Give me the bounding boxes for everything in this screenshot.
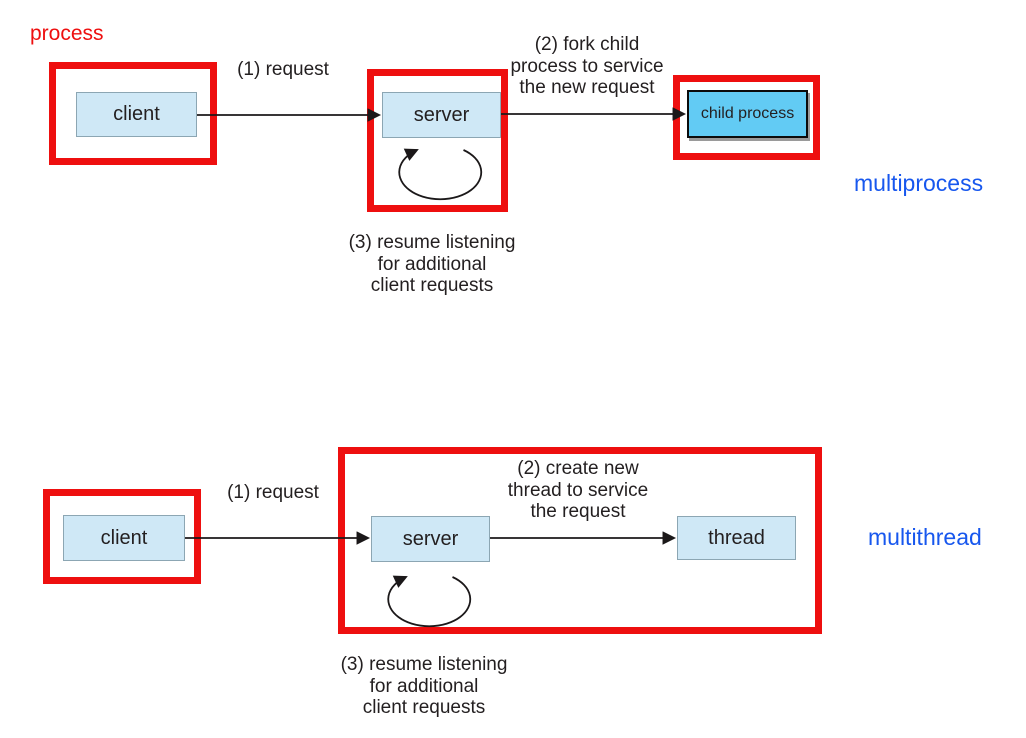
thread-node: thread [677,516,796,560]
client-node-bottom-label: client [100,526,148,549]
process-highlight-rect-server-top [367,69,508,212]
client-node-top: client [76,92,197,137]
server-node-top-label: server [413,103,470,126]
step3-resume-listening-label-top: (3) resume listening for additional clie… [348,232,516,296]
server-node-top: server [382,92,501,138]
step3-resume-listening-label-bottom: (3) resume listening for additional clie… [340,654,508,718]
multiprocess-label: multiprocess [854,170,984,196]
step2-fork-child-label: (2) fork child process to service the ne… [510,34,664,98]
child-process-node: child process [687,90,808,138]
client-node-top-label: client [113,103,160,125]
process-highlight-rect-client-bottom [43,489,201,584]
process-highlight-rect-server-bottom [338,447,822,634]
process-label: process [30,22,104,45]
server-node-bottom-label: server [402,527,459,550]
process-highlight-rect-client-top [49,62,217,165]
step1-request-label-bottom: (1) request [227,482,319,503]
multithread-label: multithread [868,524,982,550]
child-process-node-label: child process [700,105,795,122]
step2-create-thread-label: (2) create new thread to service the req… [507,458,649,522]
server-node-bottom: server [371,516,490,562]
step1-request-label-top: (1) request [237,59,329,80]
thread-node-label: thread [708,526,765,549]
client-node-bottom: client [63,515,185,561]
